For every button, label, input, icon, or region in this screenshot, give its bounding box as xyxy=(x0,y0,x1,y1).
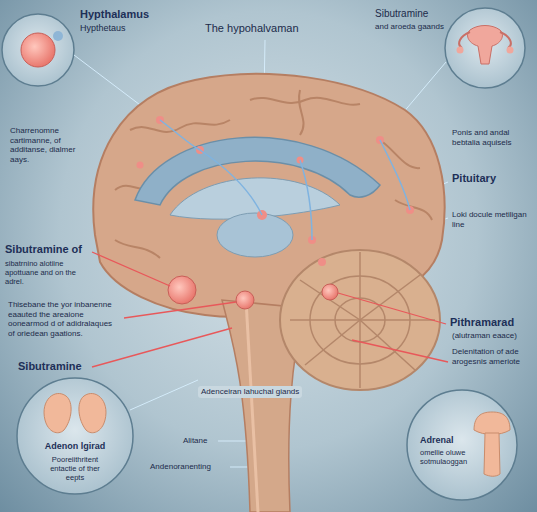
structure-label: Adrenal xyxy=(420,435,472,446)
annotation-text: Delenitation of ade arogesnis ameriote xyxy=(452,347,534,366)
annotation-text: Andenoranenting xyxy=(150,462,230,472)
annotation-text: Alitane xyxy=(183,436,223,446)
structure-label: Adenon lgirad xyxy=(35,441,115,452)
annotation-text: and aroeda gaands xyxy=(375,22,447,32)
structure-label: Pithramarad xyxy=(450,316,534,329)
structure-label: Pituitary xyxy=(452,172,532,185)
annotation-text: Sibutramine xyxy=(375,8,447,20)
structure-label: Hypthalamus xyxy=(80,8,190,21)
annotation-text: (alutraman eaace) xyxy=(452,331,534,341)
annotation-text: Loki docule metiligan line xyxy=(452,210,532,229)
annotation-text: Ponis and andal bebtalia aquisels xyxy=(452,128,532,147)
annotation-text: Pooreiithritent entactie of ther eepts xyxy=(42,455,108,482)
structure-label: Sibutramine of xyxy=(5,243,95,256)
annotation-text: sibatrnino alotiine apottuane and on the… xyxy=(5,259,93,286)
annotation-text: Charrenomne cartimanne, of additanse, di… xyxy=(10,126,88,164)
structure-label: Sibutramine xyxy=(18,360,98,373)
annotation-text: Adenceiran lahuchal giands xyxy=(198,386,302,398)
annotation-text: omellie oluwe sotmulaoggan xyxy=(420,448,472,466)
annotation-text: The hypohalvaman xyxy=(205,22,330,35)
annotation-text: Hypthetaus xyxy=(80,23,190,34)
annotation-text: Thisebane the yor inbanenne eaauted the … xyxy=(8,300,120,338)
